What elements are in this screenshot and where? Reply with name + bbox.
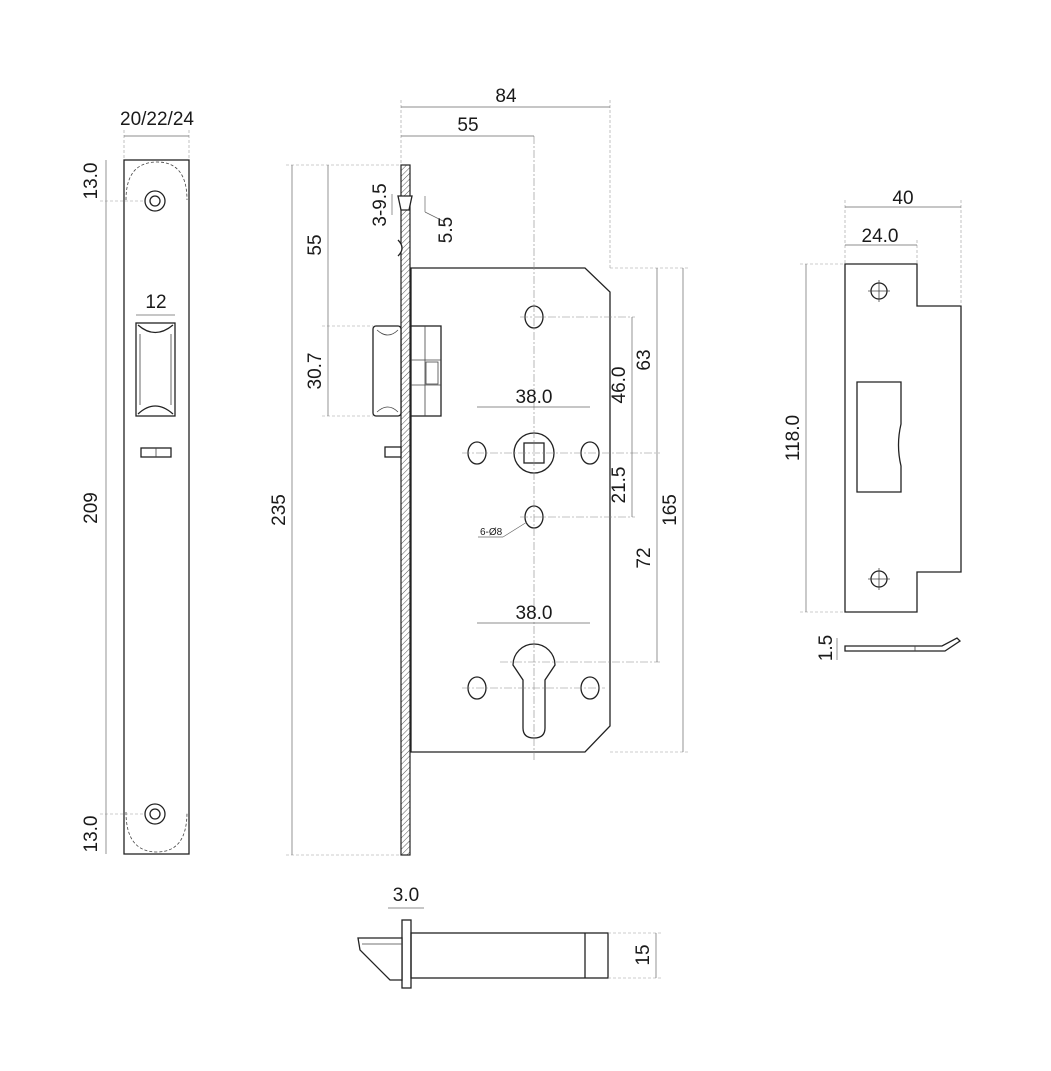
faceplate-top-offset-label: 13.0 [81,163,102,200]
strike-thickness-label: 1.5 [816,635,837,661]
faceplate-width-label: 20/22/24 [120,109,194,130]
follower-to-cylinder-label: 72 [634,547,655,568]
strike-side-profile [844,637,962,652]
follower-to-top-hole-label: 46.0 [609,367,630,404]
hole-note-label: 6-Ø8 [480,527,503,538]
plate-thickness-label: 3.0 [393,885,419,906]
bottom-latch [357,937,403,981]
latch-opening [135,322,176,417]
faceplate-outline [123,159,190,855]
backset-label: 55 [457,115,478,136]
latch-bolt [372,325,442,417]
body-thickness-label: 15 [633,944,654,965]
lower-hole-spacing-label: 38.0 [516,603,553,624]
strike-plate-width-label: 24.0 [862,226,899,247]
faceplate-top-rounding [125,161,188,201]
faceplate-length-label: 209 [81,492,102,524]
faceplate-section [400,164,411,856]
strike-opening [856,381,902,493]
screw-depth-label: 5.5 [436,217,457,243]
bottom-faceplate [401,919,412,989]
euro-cylinder-cutout [512,643,556,739]
bottom-body [410,932,609,979]
faceplate-length-235-label: 235 [269,494,290,526]
backset-total-label: 84 [495,86,517,107]
faceplate-notch [397,239,403,257]
lock-body-view: 84 55 235 55 30.7 3-9.5 5.5 38.0 46.0 [269,86,688,856]
strike-plate-view: 40 24.0 118.0 1.5 [783,188,962,661]
follower-to-case-top-label: 63 [634,349,655,370]
strike-plate-outline [844,263,962,613]
faceplate-bottom-offset-label: 13.0 [81,816,102,853]
auxiliary-latch-slot [140,447,172,458]
screw-hole-top [144,190,166,212]
strike-screw-top [868,280,890,302]
lock-case-outline [410,267,611,753]
faceplate-bottom-rounding [125,811,188,853]
follower-to-lower-hole-label: 21.5 [609,467,630,504]
strike-screw-bottom [868,568,890,590]
bottom-view: 3.0 15 [357,885,662,989]
countersunk-screw-top [397,195,413,211]
case-height-label: 165 [660,494,681,526]
strike-height-label: 118.0 [783,415,804,461]
screw-hole-bottom [144,803,166,825]
faceplate-view: 20/22/24 13.0 12 209 13.0 [81,109,194,855]
auxiliary-latch [384,446,402,458]
screw-range-label: 3-9.5 [370,183,391,226]
latch-height-label: 30.7 [305,353,326,390]
upper-hole-spacing-label: 38.0 [516,387,553,408]
latch-width-label: 12 [145,292,166,313]
strike-total-width-label: 40 [892,188,913,209]
top-to-latch-label: 55 [305,234,326,255]
